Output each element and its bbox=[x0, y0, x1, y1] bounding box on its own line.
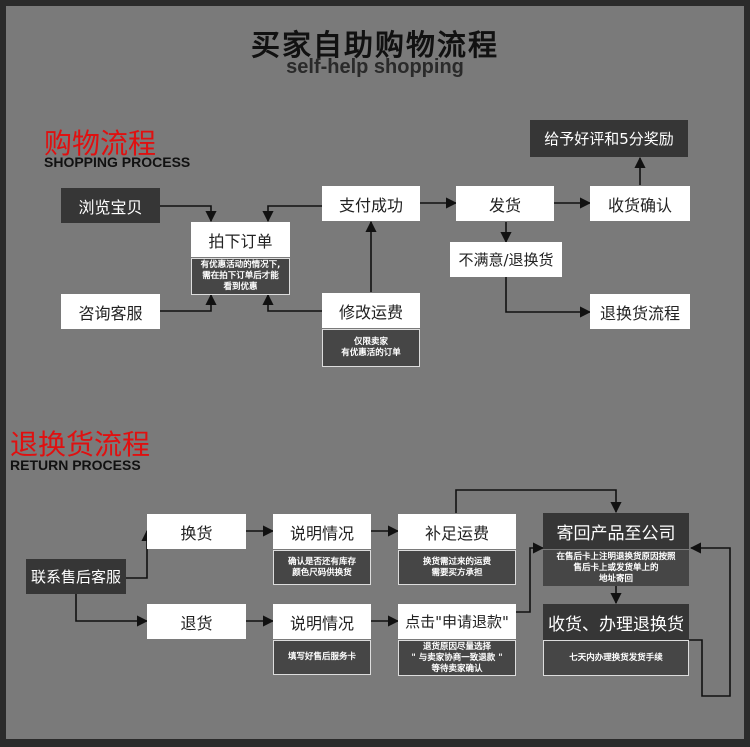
unsatisfied-step: 不满意/退换货 bbox=[450, 242, 562, 277]
exchange-step: 换货 bbox=[147, 514, 246, 549]
explain-refund-step: 说明情况 bbox=[273, 604, 371, 639]
return-section-title: 退换货流程 bbox=[10, 428, 151, 461]
review-step: 给予好评和5分奖励 bbox=[530, 120, 688, 157]
shopping-section-subtitle: SHOPPING PROCESS bbox=[44, 154, 191, 170]
topup-shipping-note: 换货需过来的运费 需要买方承担 bbox=[398, 550, 516, 585]
connector-browse-order bbox=[160, 205, 217, 223]
ship-step: 发货 bbox=[456, 186, 554, 221]
connector-consult-order bbox=[160, 293, 217, 312]
modify-note: 仅限卖家 有优惠活的订单 bbox=[322, 329, 420, 367]
explain-refund-note: 填写好售后服务卡 bbox=[273, 640, 371, 675]
connector-apply-sendback bbox=[516, 542, 545, 613]
page-title: 买家自助购物流程 bbox=[250, 28, 499, 62]
shopping-section-title: 购物流程 bbox=[44, 127, 157, 160]
consult-step: 咨询客服 bbox=[61, 294, 160, 329]
send-back-step: 寄回产品至公司 bbox=[543, 513, 689, 549]
order-step: 拍下订单 bbox=[191, 222, 290, 257]
contact-service-step: 联系售后客服 bbox=[26, 559, 126, 594]
connector-modify-order bbox=[262, 293, 322, 312]
handle-return-note: 七天内办理换货发货手续 bbox=[543, 640, 689, 676]
modify-step: 修改运费 bbox=[322, 293, 420, 328]
explain-exchange-step: 说明情况 bbox=[273, 514, 371, 549]
return-section-subtitle: RETURN PROCESS bbox=[10, 457, 141, 473]
return-flow-step: 退换货流程 bbox=[590, 294, 690, 329]
connector-paid-order bbox=[262, 205, 322, 223]
handle-return-step: 收货、办理退换货 bbox=[543, 604, 689, 640]
connector-unsatisfied-returnflow bbox=[505, 277, 592, 318]
apply-refund-note: 退货原因尽量选择 " 与卖家协商一致退款 " 等待卖家确认 bbox=[398, 640, 516, 676]
confirm-step: 收货确认 bbox=[590, 186, 690, 221]
order-note: 有优惠活动的情况下, 需在拍下订单后才能 看到优惠 bbox=[191, 258, 290, 295]
connector-handle-sendback bbox=[689, 542, 731, 697]
connector-contact-refund bbox=[75, 594, 149, 627]
paid-step: 支付成功 bbox=[322, 186, 420, 221]
apply-refund-step: 点击"申请退款" bbox=[398, 604, 516, 639]
send-back-note: 在售后卡上注明退换货原因按照 售后卡上或发货单上的 地址寄回 bbox=[543, 550, 689, 586]
refund-step: 退货 bbox=[147, 604, 246, 639]
topup-shipping-step: 补足运费 bbox=[398, 514, 516, 549]
connector-topup-sendback bbox=[455, 489, 622, 514]
explain-exchange-note: 确认是否还有库存 颜色尺码供换货 bbox=[273, 550, 371, 585]
browse-step: 浏览宝贝 bbox=[61, 188, 160, 223]
connector-contact-exchange bbox=[126, 529, 153, 579]
page-subtitle: self-help shopping bbox=[286, 56, 464, 78]
